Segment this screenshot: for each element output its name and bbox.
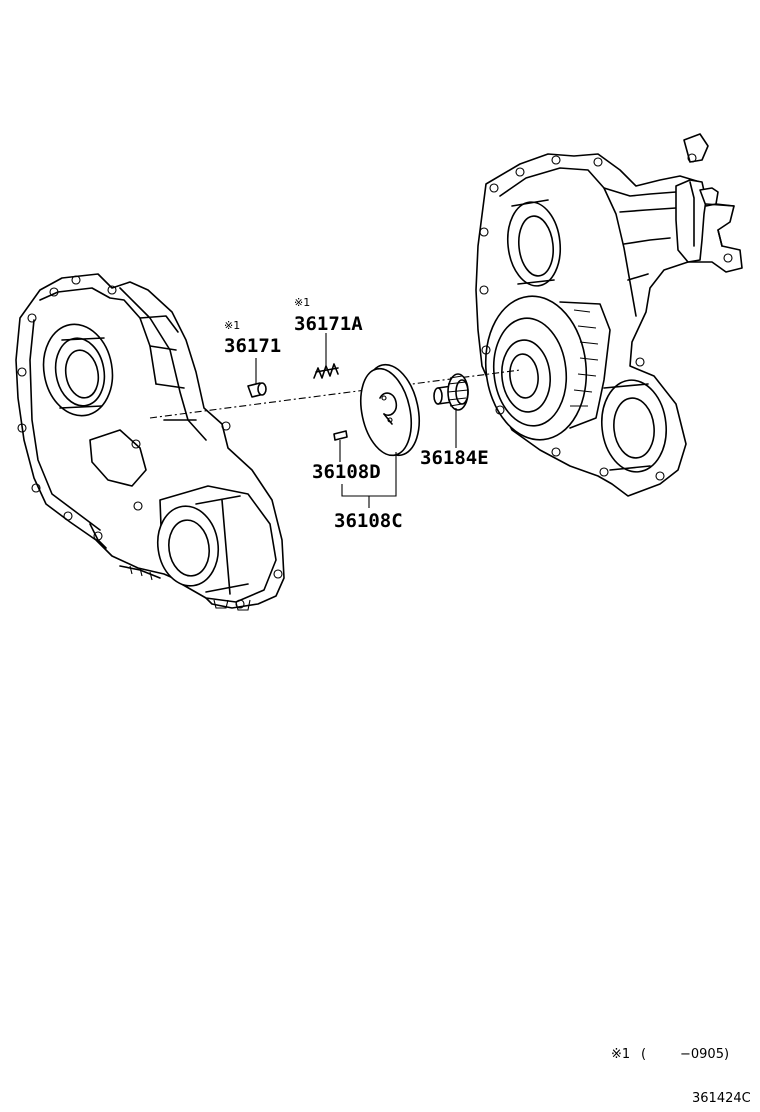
- part-label-36108d: 36108D: [312, 461, 381, 483]
- part-36171a-spring-illustration: [313, 363, 339, 379]
- part-36108c-plate-illustration: [360, 363, 420, 457]
- part-36171-illustration: [247, 382, 267, 398]
- diagram-id: 361424C: [692, 1091, 751, 1106]
- part-label-36171a: 36171A: [294, 313, 363, 335]
- part-36171-note-mark: ※1: [224, 319, 240, 332]
- footnote-open-paren: (: [641, 1047, 646, 1062]
- part-label-36108c: 36108C: [334, 510, 403, 532]
- part-label-36171: 36171: [224, 335, 281, 357]
- footnote-range: −0905): [680, 1047, 729, 1062]
- part-36108d-pin-illustration: [333, 430, 348, 441]
- front-case-cover-illustration: [15, 273, 285, 611]
- leader-lines: [255, 333, 457, 508]
- footnote-mark: ※1: [611, 1047, 630, 1062]
- rear-case-illustration: [475, 133, 743, 497]
- part-36184e-gear-illustration: [433, 373, 469, 411]
- part-label-36184e: 36184E: [420, 447, 489, 469]
- part-36171a-note-mark: ※1: [294, 296, 310, 309]
